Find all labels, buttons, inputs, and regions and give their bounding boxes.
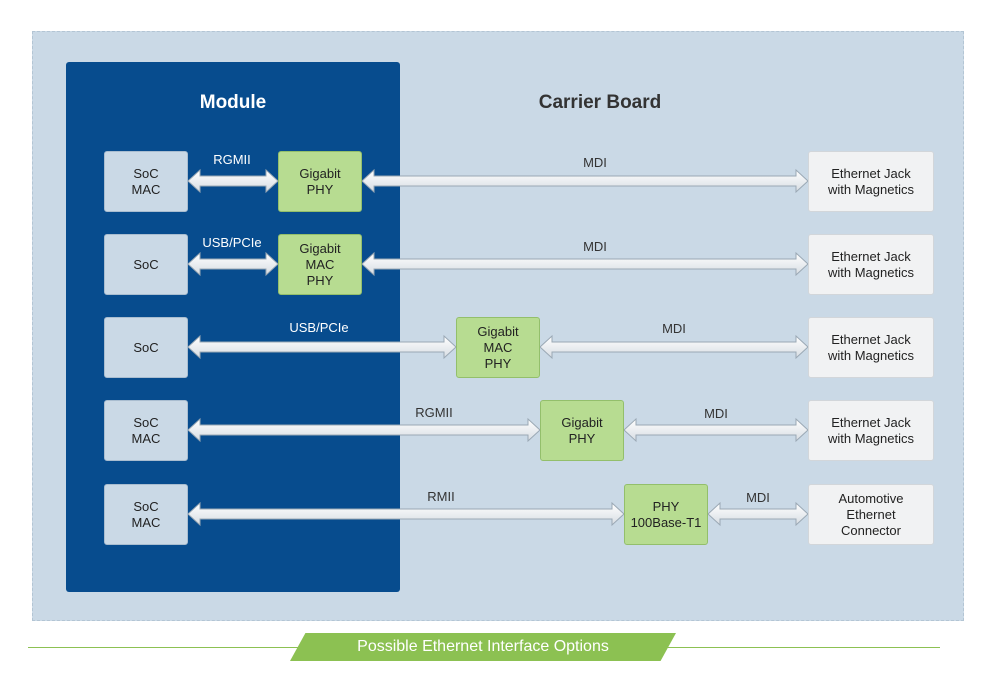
mdi-label-row3: MDI: [662, 321, 686, 336]
phy-box-row4: Gigabit PHY: [540, 400, 624, 461]
ethernet-jack-row4: Ethernet Jack with Magnetics: [808, 400, 934, 461]
footer-caption: Possible Ethernet Interface Options: [357, 638, 609, 655]
jack-label: Automotive Ethernet Connector: [838, 490, 904, 538]
phy-box-row3: Gigabit MAC PHY: [456, 317, 540, 378]
arrow-row4-link: [187, 417, 541, 443]
soc-box-row4: SoC MAC: [104, 400, 188, 461]
mdi-label-row4: MDI: [704, 406, 728, 421]
ethernet-jack-row3: Ethernet Jack with Magnetics: [808, 317, 934, 378]
arrow-row5-mdi: [707, 501, 809, 527]
phy-box-row1: Gigabit PHY: [278, 151, 362, 212]
jack-label: Ethernet Jack with Magnetics: [828, 248, 914, 280]
footer-caption-banner: Possible Ethernet Interface Options: [290, 633, 676, 661]
arrow-row1-mdi: [361, 168, 809, 194]
link-label-row5: RMII: [427, 489, 455, 504]
arrow-row2-link: [187, 251, 279, 277]
carrier-heading: Carrier Board: [538, 92, 662, 113]
phy-box-row5: PHY 100Base-T1: [624, 484, 708, 545]
soc-label: SoC MAC: [131, 165, 161, 197]
soc-box-row2: SoC: [104, 234, 188, 295]
phy-label: Gigabit PHY: [299, 165, 341, 197]
jack-label: Ethernet Jack with Magnetics: [828, 414, 914, 446]
soc-label: SoC MAC: [131, 414, 161, 446]
link-label-row2: USB/PCIe: [202, 235, 262, 250]
arrow-row3-mdi: [539, 334, 809, 360]
module-heading: Module: [199, 92, 267, 113]
arrow-row5-link: [187, 501, 625, 527]
soc-box-row5: SoC MAC: [104, 484, 188, 545]
soc-box-row1: SoC MAC: [104, 151, 188, 212]
jack-label: Ethernet Jack with Magnetics: [828, 331, 914, 363]
ethernet-jack-row1: Ethernet Jack with Magnetics: [808, 151, 934, 212]
phy-label: Gigabit MAC PHY: [477, 323, 519, 371]
link-label-row3: USB/PCIe: [289, 320, 349, 335]
ethernet-jack-row2: Ethernet Jack with Magnetics: [808, 234, 934, 295]
mdi-label-row1: MDI: [583, 155, 607, 170]
phy-label: Gigabit PHY: [561, 414, 603, 446]
arrow-row3-link: [187, 334, 457, 360]
jack-label: Ethernet Jack with Magnetics: [828, 165, 914, 197]
arrow-row4-mdi: [623, 417, 809, 443]
mdi-label-row5: MDI: [746, 490, 770, 505]
link-label-row1: RGMII: [213, 152, 251, 167]
soc-label: SoC: [133, 256, 159, 272]
soc-box-row3: SoC: [104, 317, 188, 378]
soc-label: SoC MAC: [131, 498, 161, 530]
automotive-connector-row5: Automotive Ethernet Connector: [808, 484, 934, 545]
phy-label: PHY 100Base-T1: [630, 498, 702, 530]
arrow-row1-link: [187, 168, 279, 194]
arrow-row2-mdi: [361, 251, 809, 277]
soc-label: SoC: [133, 339, 159, 355]
phy-label: Gigabit MAC PHY: [299, 240, 341, 288]
link-label-row4: RGMII: [415, 405, 453, 420]
phy-box-row2: Gigabit MAC PHY: [278, 234, 362, 295]
mdi-label-row2: MDI: [583, 239, 607, 254]
